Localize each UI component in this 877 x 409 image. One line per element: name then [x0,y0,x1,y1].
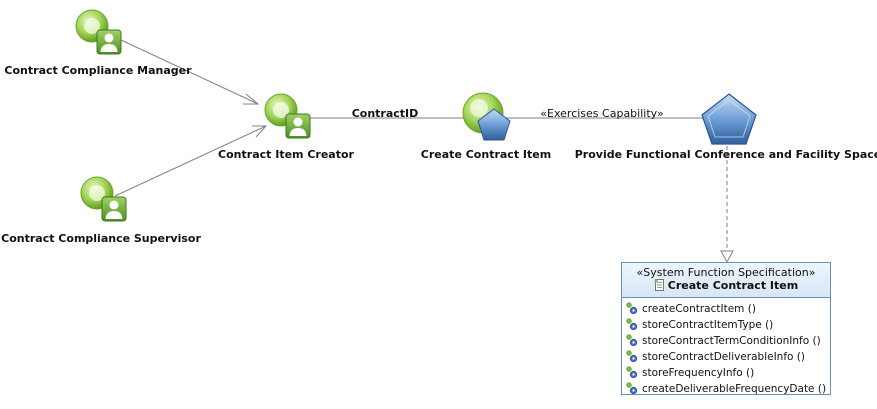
operation-item[interactable]: createDeliverableFrequencyDate () [626,381,830,397]
operation-icon [626,382,638,400]
function-label: Create Contract Item [420,148,552,161]
system-function-icon[interactable] [462,92,511,141]
document-icon [654,279,665,295]
arrowhead-supervisor [252,125,268,138]
operation-item[interactable]: storeContractItemType () [626,317,830,333]
actor-label-manager: Contract Compliance Manager [4,64,192,77]
operation-icon [626,366,638,384]
actor-icon-manager[interactable] [75,9,122,55]
spec-box[interactable]: «System Function Specification» Create C… [621,262,831,395]
edge-manager-to-creator [120,39,259,105]
spec-stereotype: «System Function Specification» [636,266,816,279]
actor-icon-creator[interactable] [264,93,311,139]
realization-arrowhead [720,250,734,264]
capability-label: Provide Functional Conference and Facili… [574,148,877,161]
operation-label: storeFrequencyInfo () [642,367,755,379]
edge-label-exercises: «Exercises Capability» [540,107,664,120]
capability-pentagon-icon[interactable] [701,93,757,145]
actor-icon-supervisor[interactable] [80,176,127,222]
actor-label-creator: Contract Item Creator [218,148,354,161]
spec-header: «System Function Specification» Create C… [622,263,830,298]
edge-label-contractid: ContractID [351,107,419,120]
operation-icon [626,350,638,368]
operation-label: createContractItem () [642,303,756,315]
operation-label: storeContractItemType () [642,319,774,331]
operation-icon [626,318,638,336]
actor-label-supervisor: Contract Compliance Supervisor [1,232,201,245]
operation-label: storeContractDeliverableInfo () [642,351,805,363]
spec-title-row: Create Contract Item [622,279,830,295]
operation-item[interactable]: createContractItem () [626,301,830,317]
operation-label: storeContractTermConditionInfo () [642,335,821,347]
operation-item[interactable]: storeContractDeliverableInfo () [626,349,830,365]
edge-supervisor-to-creator [114,125,267,197]
arrowhead-manager [243,93,260,105]
spec-title: Create Contract Item [667,279,799,292]
operation-icon [626,334,638,352]
operation-item[interactable]: storeFrequencyInfo () [626,365,830,381]
operation-icon [626,302,638,320]
operation-list: createContractItem () storeContractItemT… [622,298,830,397]
operation-item[interactable]: storeContractTermConditionInfo () [626,333,830,349]
operation-label: createDeliverableFrequencyDate () [642,383,827,395]
